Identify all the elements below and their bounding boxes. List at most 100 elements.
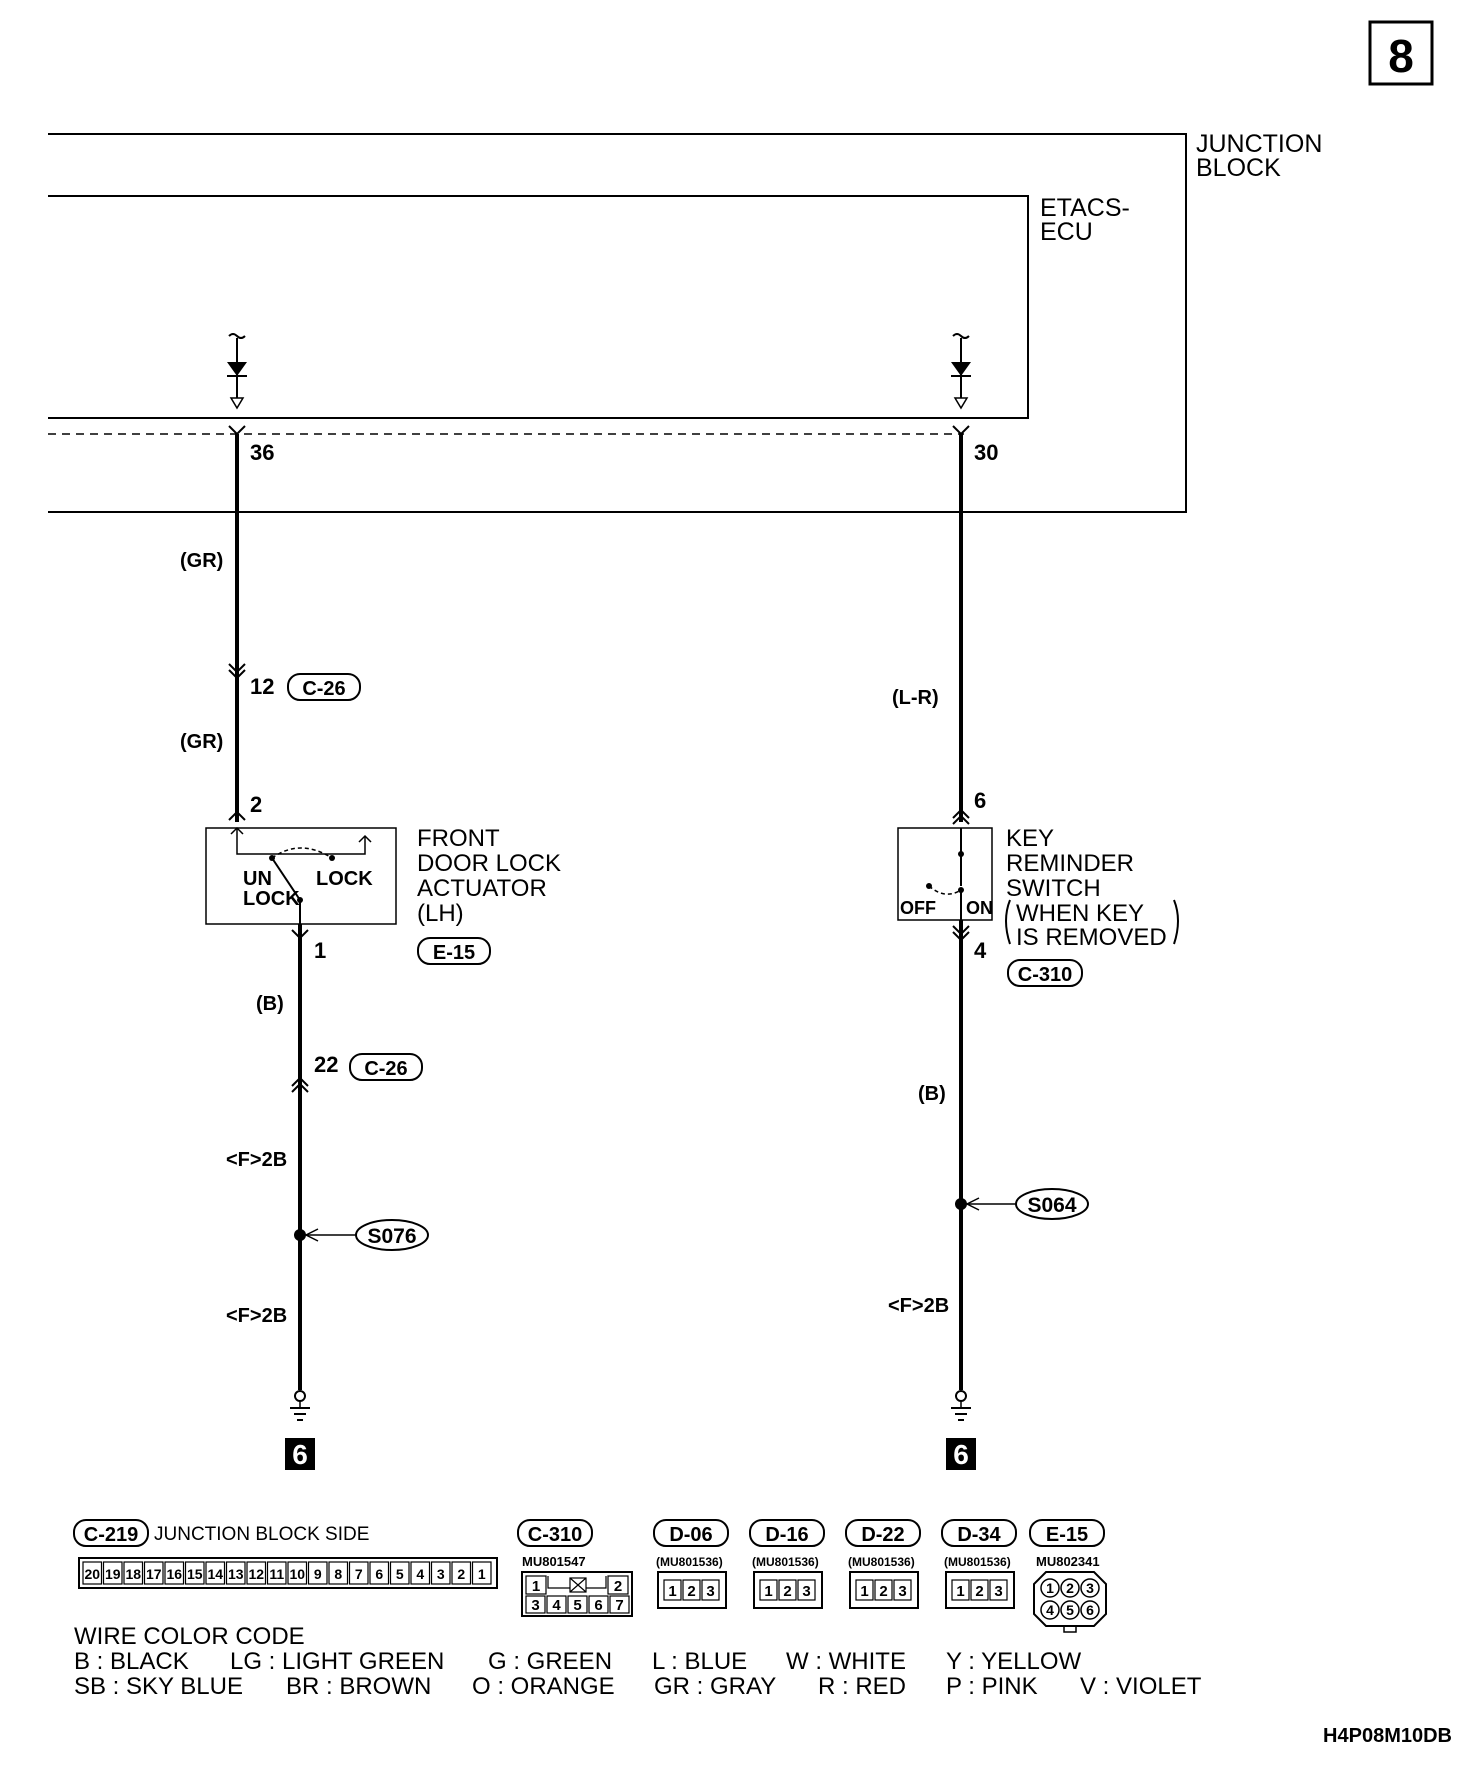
- e15-part: MU802341: [1036, 1554, 1100, 1569]
- c219-pin-cell: [410, 1561, 431, 1585]
- c219-pin-cell: [369, 1561, 390, 1585]
- wire-gr-mid: (GR): [180, 731, 223, 753]
- c219-pin: 3: [437, 1566, 445, 1582]
- wire-b-left: (B): [256, 993, 284, 1015]
- c219-connector-body: [78, 1557, 498, 1589]
- key-reminder-switch: OFF ON: [897, 827, 993, 921]
- d16-pin: 3: [802, 1583, 810, 1600]
- ground-ref-left: 6: [292, 1439, 308, 1470]
- pin-1: 1: [314, 938, 326, 963]
- e15-pin: 5: [1066, 1602, 1074, 1618]
- splice-s064: S064: [1027, 1194, 1076, 1217]
- c219-pin: 4: [416, 1566, 424, 1582]
- wire-b-right: (B): [918, 1083, 946, 1105]
- color-br: BR : BROWN: [286, 1673, 431, 1700]
- color-r: R : RED: [818, 1673, 906, 1700]
- c219-pin-cell: [287, 1561, 308, 1585]
- c310-pin: 5: [573, 1597, 581, 1614]
- pin-2: 2: [250, 792, 262, 817]
- color-p: P : PINK: [946, 1673, 1038, 1700]
- actuator-label-4: (LH): [417, 900, 464, 927]
- e15-pin: 2: [1066, 1580, 1074, 1596]
- c310-pin: 4: [552, 1597, 561, 1614]
- diagram-code: H4P08M10DB: [1323, 1725, 1452, 1747]
- d16-pin: 2: [783, 1583, 791, 1600]
- page-number: 8: [1388, 30, 1414, 82]
- d34-label: D-34: [957, 1524, 1001, 1546]
- c310-pin-cell: [546, 1595, 567, 1614]
- c219-side: JUNCTION BLOCK SIDE: [154, 1524, 369, 1545]
- c219-pin-cell: [471, 1561, 492, 1585]
- c310-pin: 7: [615, 1597, 623, 1614]
- c219-pin: 1: [478, 1566, 486, 1582]
- wire-lr: (L-R): [892, 687, 939, 709]
- splice-point-s076: [294, 1229, 306, 1241]
- c219-pin-cell: [430, 1561, 451, 1585]
- e15-pin: 3: [1086, 1580, 1094, 1596]
- terminal-30: 30: [974, 440, 998, 465]
- e15-pin-circle: [1040, 1578, 1060, 1598]
- splice-point-s064: [955, 1198, 967, 1210]
- junction-block-label-1: JUNCTION: [1196, 130, 1322, 158]
- e15-pin: 4: [1046, 1602, 1054, 1618]
- right-ecu-diode: [951, 333, 971, 410]
- color-g: G : GREEN: [488, 1648, 612, 1675]
- c219-pin: 9: [314, 1566, 322, 1582]
- c219-pin: 14: [207, 1566, 223, 1582]
- d06-part: (MU801536): [656, 1555, 723, 1569]
- d06-pin: 3: [706, 1583, 714, 1600]
- d22-pin: 1: [860, 1583, 868, 1600]
- c219-label: C-219: [84, 1524, 138, 1546]
- splice-s076: S076: [367, 1225, 416, 1248]
- connector-c26-a: C-26: [302, 678, 345, 700]
- c310-pin-cell: [609, 1595, 630, 1614]
- c219-pin: 17: [146, 1566, 162, 1582]
- color-y: Y : YELLOW: [946, 1648, 1082, 1675]
- color-gr: GR : GRAY: [654, 1673, 776, 1700]
- page-number-box: 8: [1368, 20, 1434, 86]
- switch-un: UN: [243, 868, 272, 890]
- e15-pin-circle: [1060, 1600, 1080, 1620]
- c219-pin-cell: [102, 1561, 123, 1585]
- c219-pin: 20: [84, 1566, 100, 1582]
- color-l: L : BLUE: [652, 1648, 747, 1675]
- d22-pin: 3: [898, 1583, 906, 1600]
- pin-12: 12: [250, 674, 274, 699]
- c310-pin-cell: [588, 1595, 609, 1614]
- d06-pin: 2: [687, 1583, 695, 1600]
- ground-ref-box-right: [946, 1438, 976, 1470]
- color-w: W : WHITE: [786, 1648, 906, 1675]
- pin-6: 6: [974, 788, 986, 813]
- pin-4: 4: [974, 938, 987, 963]
- e15-pin: 6: [1086, 1602, 1094, 1618]
- actuator-label-2: DOOR LOCK: [417, 850, 561, 877]
- wire-color-code: WIRE COLOR CODE B : BLACK LG : LIGHT GRE…: [74, 1623, 1202, 1700]
- d34-pin: 2: [975, 1583, 983, 1600]
- ground-ref-right: 6: [953, 1439, 969, 1470]
- color-o: O : ORANGE: [472, 1673, 615, 1700]
- c219-pin: 8: [334, 1566, 342, 1582]
- connector-c310: C-310: [1018, 964, 1072, 986]
- c219-pin: 10: [289, 1566, 305, 1582]
- wire-f2b-right: <F>2B: [888, 1295, 949, 1317]
- actuator-label-3: ACTUATOR: [417, 875, 547, 902]
- c219-pin: 16: [166, 1566, 182, 1582]
- c310-pin-cell: [567, 1595, 588, 1614]
- c219-pin-cell: [451, 1561, 472, 1585]
- c219-pin-cell: [164, 1561, 185, 1585]
- c219-pin-cell: [348, 1561, 369, 1585]
- d06-pin: 1: [668, 1583, 676, 1600]
- c219-pin: 15: [187, 1566, 203, 1582]
- c219-pin: 7: [355, 1566, 363, 1582]
- switch-off: OFF: [900, 898, 936, 918]
- terminal-36: 36: [250, 440, 274, 465]
- d34-pin: 3: [994, 1583, 1002, 1600]
- junction-block-label-2: BLOCK: [1196, 154, 1281, 182]
